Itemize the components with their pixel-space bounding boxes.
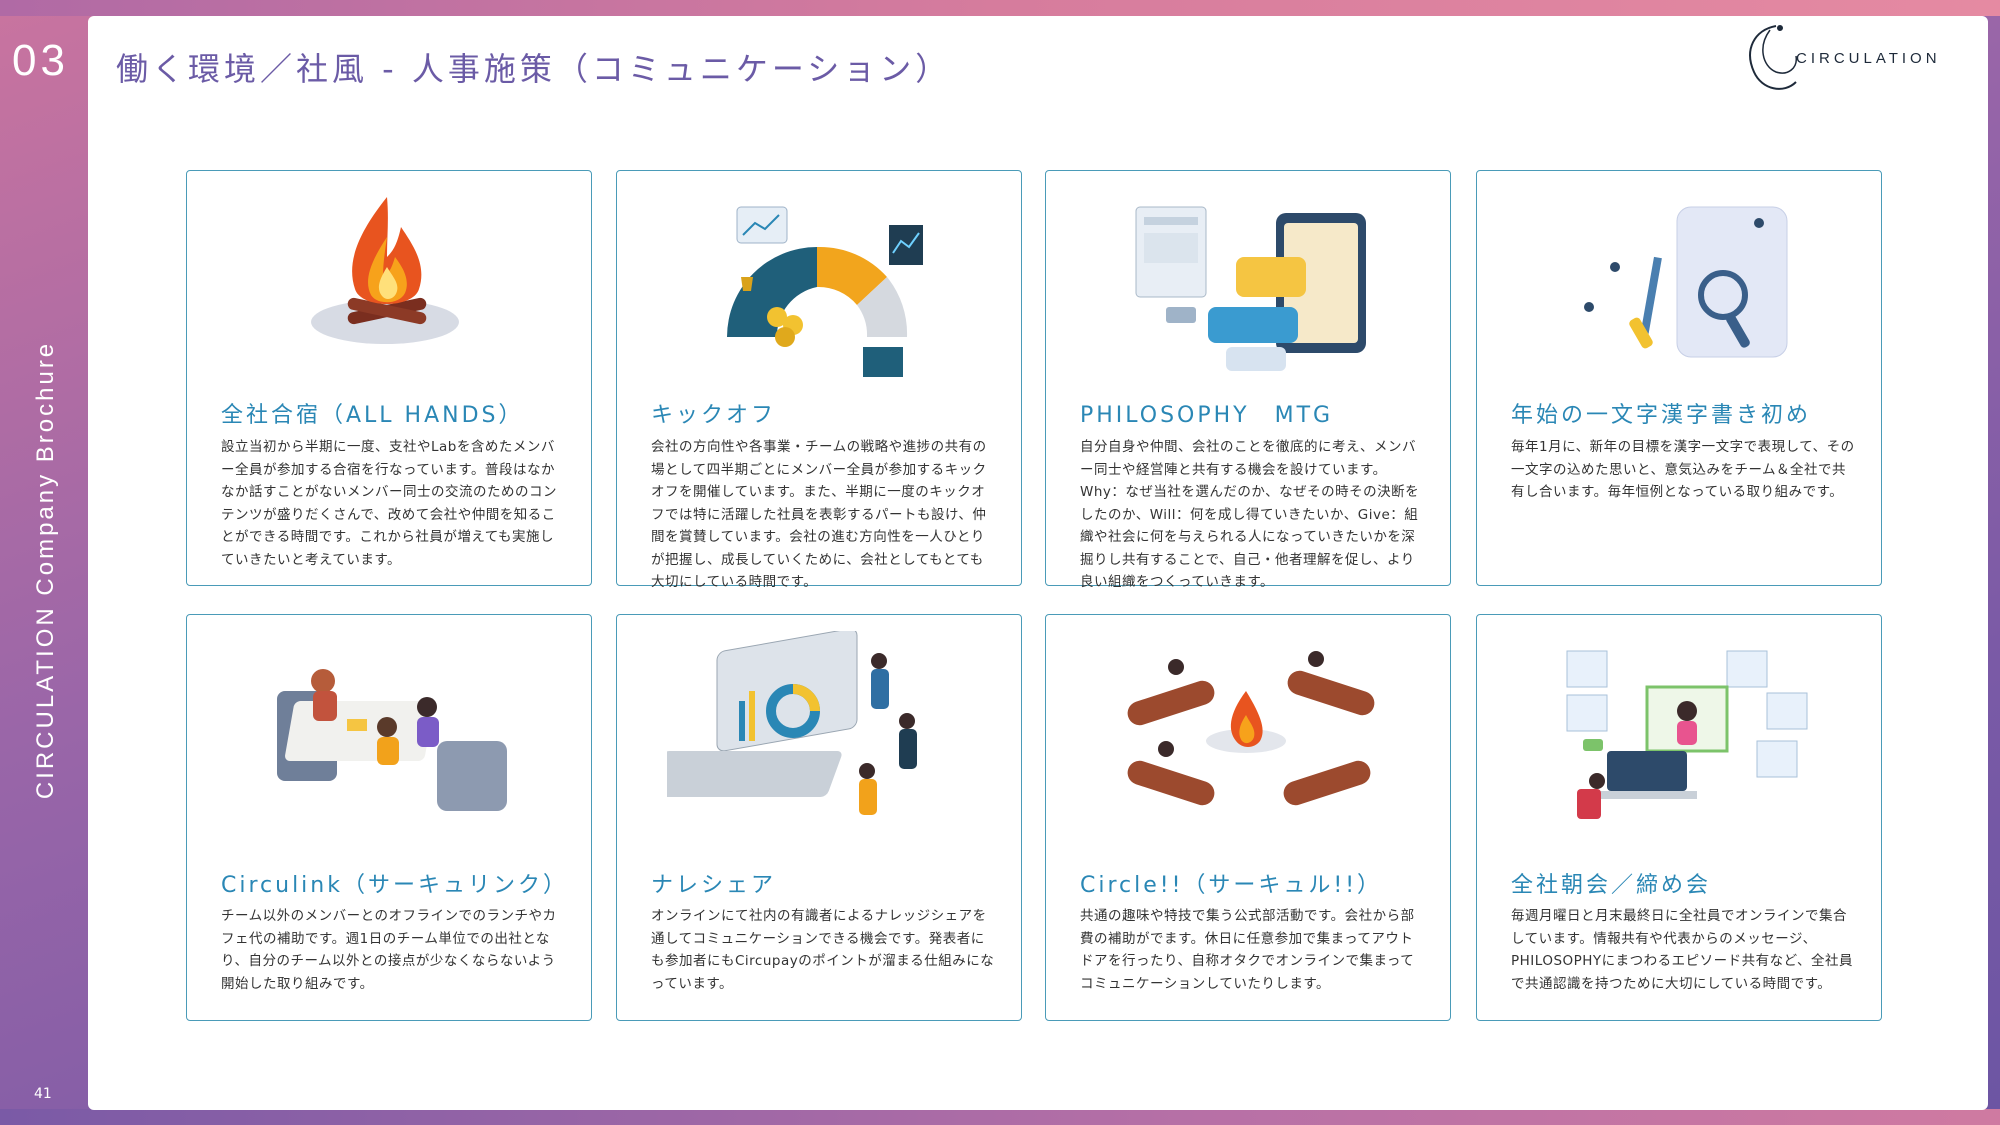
laptop-presentation-icon	[667, 631, 917, 815]
camp-logs-icon	[1127, 651, 1375, 806]
company-logo: CIRCULATION	[1736, 20, 1976, 100]
card-text: オンラインにて社内の有識者によるナレッジシェアを通してコミュニケーションできる機…	[651, 908, 995, 992]
card-kickoff: キックオフ 会社の方向性や各事業・チームの戦略や進捗の共有の場として四半期ごとに…	[616, 170, 1022, 590]
top-band	[0, 0, 2000, 16]
magnifier-team-icon	[1584, 206, 1788, 358]
cafe-meeting-icon	[277, 669, 507, 811]
card-knowledge-share: ナレシェア オンラインにて社内の有識者によるナレッジシェアを通してコミュニケーシ…	[616, 614, 1022, 1021]
card-text: 設立当初から半期に一度、支社やLabを含めたメンバー全員が参加する合宿を行なって…	[221, 439, 557, 568]
card-title: Circle!!（サーキュル!!）	[1080, 873, 1383, 898]
card-text: チーム以外のメンバーとのオフラインでのランチやカフェ代の補助です。週1日のチーム…	[221, 908, 557, 992]
card-title: PHILOSOPHY MTG	[1080, 403, 1334, 428]
card-text: 毎年1月に、新年の目標を漢字一文字で表現して、その一文字の込めた思いと、意気込み…	[1511, 439, 1855, 500]
card-text: 自分自身や仲間、会社のことを徹底的に考え、メンバー同士や経営陣と共有する機会を設…	[1080, 439, 1420, 590]
card-philosophy-mtg: PHILOSOPHY MTG 自分自身や仲間、会社のことを徹底的に考え、メンバー…	[1045, 170, 1451, 590]
card-title: ナレシェア	[651, 873, 777, 898]
section-number: 03	[12, 36, 69, 85]
side-label: CIRCULATION Company Brochure	[32, 340, 59, 800]
growth-chart-icon	[727, 206, 923, 377]
page-title: 働く環境／社風 - 人事施策（コミュニケーション）	[116, 50, 952, 88]
card-circle: Circle!!（サーキュル!!） 共通の趣味や特技で集う公式部活動です。会社か…	[1045, 614, 1451, 1021]
page-number: 41	[34, 1086, 52, 1102]
card-morning-meeting: 全社朝会／締め会 毎週月曜日と月末最終日に全社員でオンラインで集合しています。情…	[1476, 614, 1882, 1021]
bottom-band	[0, 1109, 2000, 1125]
card-circulink: Circulink（サーキュリンク） チーム以外のメンバーとのオフラインでのラン…	[186, 614, 592, 1021]
card-title: Circulink（サーキュリンク）	[221, 873, 568, 898]
campfire-icon	[311, 197, 459, 344]
card-text: 共通の趣味や特技で集う公式部活動です。会社から部費の補助がでます。休日に任意参加…	[1080, 908, 1415, 992]
online-meeting-icon	[1566, 650, 1808, 819]
card-all-hands: 全社合宿（ALL HANDS） 設立当初から半期に一度、支社やLabを含めたメン…	[186, 170, 592, 586]
card-title: 全社朝会／締め会	[1511, 873, 1712, 898]
logo-text: CIRCULATION	[1796, 50, 1941, 67]
card-text: 毎週月曜日と月末最終日に全社員でオンラインで集合しています。情報共有や代表からの…	[1511, 908, 1853, 992]
circulation-logo-icon	[1749, 25, 1797, 90]
card-title: 全社合宿（ALL HANDS）	[221, 403, 524, 428]
card-kanji-writing: 年始の一文字漢字書き初め 毎年1月に、新年の目標を漢字一文字で表現して、その一文…	[1476, 170, 1882, 586]
discussion-icon	[1135, 206, 1366, 371]
card-text: 会社の方向性や各事業・チームの戦略や進捗の共有の場として四半期ごとにメンバー全員…	[651, 439, 987, 590]
card-title: 年始の一文字漢字書き初め	[1511, 403, 1812, 428]
card-title: キックオフ	[651, 403, 777, 428]
